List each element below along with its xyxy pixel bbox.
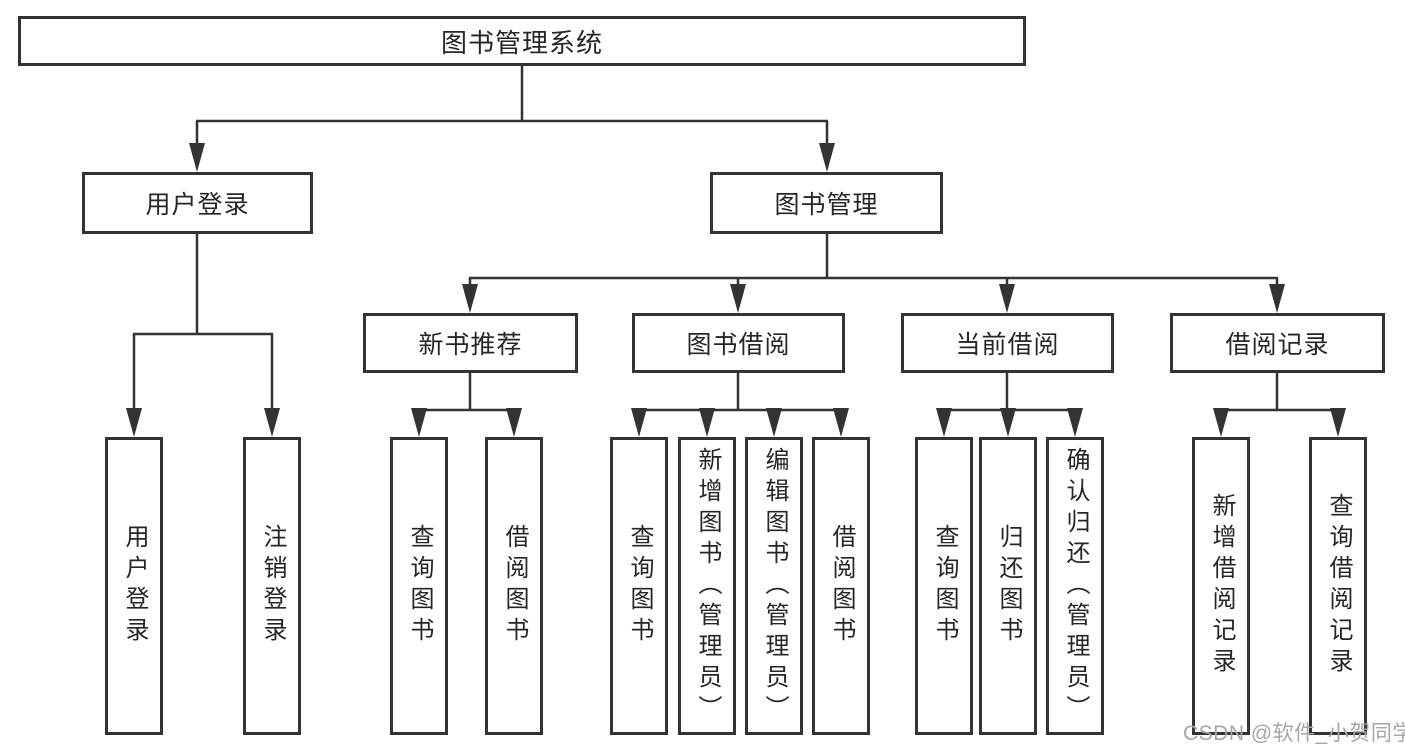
node-label: 编辑图书（管理员） xyxy=(761,446,788,726)
node-label: 用户登录 xyxy=(145,191,250,219)
node-bb-add-books-admin: 新增图书（管理员） xyxy=(678,437,736,735)
node-library-management-system: 图书管理系统 xyxy=(18,16,1026,66)
node-br-query-record: 查询借阅记录 xyxy=(1309,437,1367,735)
node-leaf-user-login: 用户登录 xyxy=(105,437,163,735)
node-label: 新增图书（管理员） xyxy=(694,446,721,726)
node-label: 查询图书 xyxy=(931,524,958,648)
node-current-borrowing: 当前借阅 xyxy=(901,313,1114,373)
node-label: 查询图书 xyxy=(406,524,433,648)
node-bb-edit-books-admin: 编辑图书（管理员） xyxy=(745,437,803,735)
watermark: CSDN @软件_小贺同学 xyxy=(1183,722,1405,745)
node-user-login: 用户登录 xyxy=(82,172,313,234)
node-nbr-query-books: 查询图书 xyxy=(390,437,448,735)
node-leaf-logout: 注销登录 xyxy=(243,437,301,735)
node-label: 新增借阅记录 xyxy=(1208,493,1235,679)
node-bb-query-books: 查询图书 xyxy=(610,437,668,735)
node-br-add-record: 新增借阅记录 xyxy=(1192,437,1250,735)
node-label: 图书管理 xyxy=(774,191,879,219)
node-label: 当前借阅 xyxy=(955,331,1060,359)
node-bb-borrow-books: 借阅图书 xyxy=(812,437,870,735)
node-label: 借阅记录 xyxy=(1225,331,1330,359)
node-label: 图书管理系统 xyxy=(440,27,603,58)
node-label: 新书推荐 xyxy=(418,331,523,359)
node-label: 图书借阅 xyxy=(686,331,791,359)
node-label: 查询借阅记录 xyxy=(1325,493,1352,679)
node-label: 借阅图书 xyxy=(501,524,528,648)
node-cb-confirm-return-admin: 确认归还（管理员） xyxy=(1046,437,1104,735)
node-label: 借阅图书 xyxy=(828,524,855,648)
node-label: 归还图书 xyxy=(995,524,1022,648)
node-label: 注销登录 xyxy=(259,524,286,648)
node-cb-return-books: 归还图书 xyxy=(979,437,1037,735)
node-borrowing-records: 借阅记录 xyxy=(1170,313,1385,373)
node-new-book-recommendation: 新书推荐 xyxy=(363,313,578,373)
node-label: 确认归还（管理员） xyxy=(1062,446,1089,726)
node-book-management: 图书管理 xyxy=(710,172,943,234)
node-cb-query-books: 查询图书 xyxy=(915,437,973,735)
node-label: 用户登录 xyxy=(121,524,148,648)
node-book-borrowing: 图书借阅 xyxy=(632,313,845,373)
node-label: 查询图书 xyxy=(626,524,653,648)
node-nbr-borrow-books: 借阅图书 xyxy=(485,437,543,735)
